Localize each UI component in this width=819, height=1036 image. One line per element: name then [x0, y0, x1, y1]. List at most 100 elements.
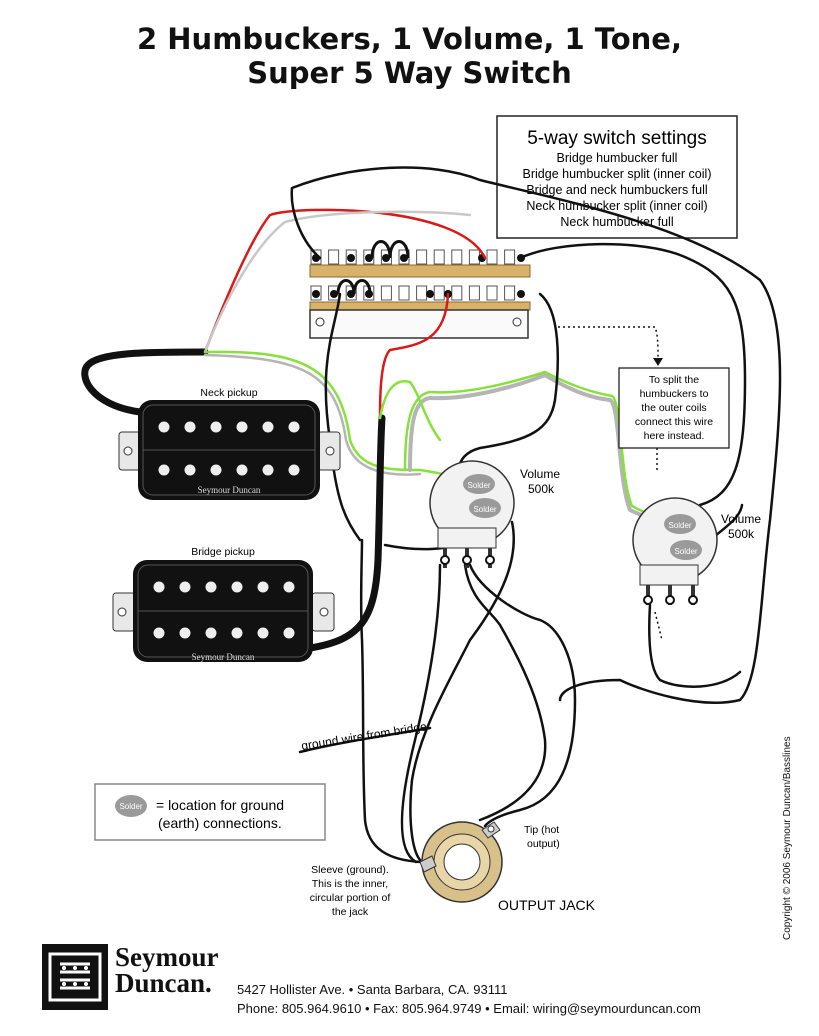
pole-piece — [205, 581, 217, 593]
switch-lugs-bottom — [310, 285, 525, 301]
legend-line-1: = location for ground — [156, 797, 284, 813]
switch-setting-2: Bridge humbucker split (inner coil) — [523, 167, 712, 181]
split-note-line-1: To split the — [649, 374, 699, 386]
output-jack-label: OUTPUT JACK — [498, 897, 596, 913]
brand-line-2: Duncan. — [115, 968, 212, 998]
pole-piece — [153, 627, 165, 639]
pole-piece — [262, 464, 274, 476]
switch-setting-4: Neck humbucker split (inner coil) — [526, 199, 707, 213]
output-jack: OUTPUT JACK Tip (hot output) Sleeve (gro… — [310, 821, 596, 918]
switch-lug — [433, 285, 445, 301]
sleeve-label-line-4: the jack — [332, 906, 369, 918]
switch-lug — [433, 249, 445, 265]
split-note-line-2: humbuckers to — [640, 388, 709, 400]
left-pot-value: 500k — [528, 482, 555, 496]
pole-piece — [205, 627, 217, 639]
legend-line-2: (earth) connections. — [158, 815, 282, 831]
pole-piece — [184, 421, 196, 433]
pole-piece — [210, 421, 222, 433]
solder-legend: Solder = location for ground (earth) con… — [94, 783, 326, 841]
switch-lugs-top — [310, 249, 525, 265]
neck-pickup-brand: Seymour Duncan — [198, 485, 261, 495]
pole-piece — [257, 581, 269, 593]
footer-address: 5427 Hollister Ave. • Santa Barbara, CA.… — [237, 982, 508, 997]
bridge-pickup: Bridge pickup Seymour Duncan — [112, 546, 335, 662]
switch-lug — [468, 249, 480, 265]
switch-setting-1: Bridge humbucker full — [557, 151, 678, 165]
pole-piece — [236, 421, 248, 433]
neck-pickup-label: Neck pickup — [200, 387, 257, 399]
seymour-duncan-logo-icon — [42, 944, 108, 1010]
solder-pad-icon — [463, 474, 495, 494]
brand-line-1: Seymour — [115, 942, 219, 972]
solder-pad-icon — [670, 540, 702, 560]
switch-lug — [416, 285, 428, 301]
solder-joint — [517, 290, 525, 298]
tip-label-line-2: output) — [527, 838, 560, 850]
pole-piece — [231, 627, 243, 639]
pole-piece — [184, 464, 196, 476]
sleeve-label-line-1: Sleeve (ground). — [311, 864, 389, 876]
pole-piece — [262, 421, 274, 433]
switch-lug — [486, 285, 498, 301]
right-pot-label: Volume — [721, 512, 761, 526]
solder-label: Solder — [473, 505, 496, 514]
legend-solder-label: Solder — [119, 802, 142, 811]
bridge-pickup-brand: Seymour Duncan — [192, 652, 255, 662]
pole-piece — [288, 464, 300, 476]
solder-joint — [426, 290, 434, 298]
right-pot-value: 500k — [728, 527, 755, 541]
pole-piece — [158, 421, 170, 433]
pole-piece — [283, 581, 295, 593]
tip-label-line-1: Tip (hot — [524, 824, 559, 836]
pole-piece — [257, 627, 269, 639]
switch-settings-box: 5-way switch settings Bridge humbucker f… — [496, 115, 738, 239]
split-note-line-4: connect this wire — [635, 416, 713, 428]
pole-piece — [179, 627, 191, 639]
switch-setting-5: Neck humbucker full — [560, 215, 673, 229]
pole-piece — [236, 464, 248, 476]
solder-pad-icon — [469, 498, 501, 518]
solder-label: Solder — [668, 521, 691, 530]
pole-piece — [158, 464, 170, 476]
solder-joint — [312, 290, 320, 298]
switch-setting-3: Bridge and neck humbuckers full — [526, 183, 707, 197]
switch-lug — [504, 249, 516, 265]
switch-settings-heading: 5-way switch settings — [527, 128, 707, 149]
switch-lug — [416, 249, 428, 265]
split-note-box: To split the humbuckers to the outer coi… — [618, 367, 730, 449]
switch-lug — [504, 285, 516, 301]
left-pot-label: Volume — [520, 467, 560, 481]
switch-lug — [468, 285, 480, 301]
switch-lug — [328, 249, 340, 265]
switch-lug — [398, 285, 410, 301]
solder-pad-icon — [115, 795, 147, 817]
solder-joint — [382, 254, 390, 262]
five-way-switch — [309, 240, 531, 339]
wires — [81, 166, 782, 864]
pot-lugs-left — [440, 548, 495, 568]
volume-pot-right: Solder Solder Volume 500k — [632, 497, 761, 605]
sleeve-label-line-3: circular portion of — [310, 892, 391, 904]
solder-joint — [400, 254, 408, 262]
split-note-arrow — [558, 326, 663, 641]
volume-pot-left: Solder Solder Volume 500k — [429, 460, 560, 568]
sleeve-label-line-2: This is the inner, — [312, 878, 388, 890]
switch-lug — [451, 249, 463, 265]
solder-label: Solder — [467, 481, 490, 490]
copyright-note: Copyright © 2006 Seymour Duncan/Bassline… — [782, 736, 793, 940]
split-note-line-5: here instead. — [644, 430, 705, 442]
pole-piece — [288, 421, 300, 433]
split-note-line-3: the outer coils — [641, 402, 706, 414]
pole-piece — [179, 581, 191, 593]
pole-piece — [283, 627, 295, 639]
switch-lug — [486, 249, 498, 265]
pole-piece — [153, 581, 165, 593]
pot-lugs-right — [643, 585, 698, 605]
pole-piece — [210, 464, 222, 476]
switch-lug — [380, 285, 392, 301]
title-line-2: Super 5 Way Switch — [247, 56, 572, 90]
solder-label: Solder — [674, 547, 697, 556]
